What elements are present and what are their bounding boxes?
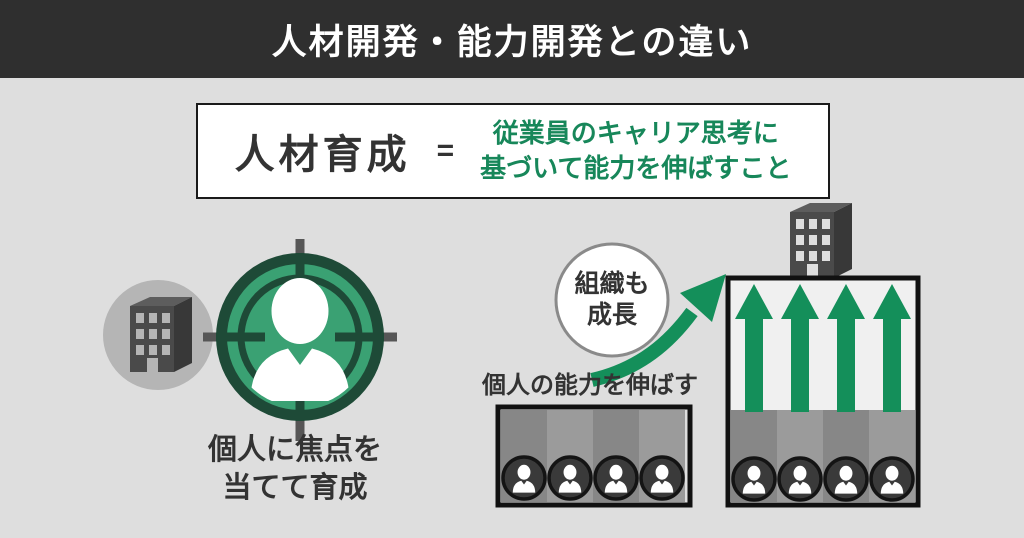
growth-badge-label: 組織も 成長 — [556, 244, 668, 356]
definition-term: 人材育成 — [234, 133, 411, 177]
definition-description-line1: 従業員のキャリア思考に — [492, 117, 779, 148]
page-title: 人材開発・能力開発との違い — [271, 22, 753, 62]
employee-icons — [501, 455, 685, 501]
growth-badge-circle — [554, 242, 670, 358]
individual-focus-caption: 個人に焦点を 当てて育成 — [158, 431, 432, 508]
header-bar: 人材開発・能力開発との違い — [0, 0, 1024, 78]
building-icon — [790, 203, 852, 278]
individual-focus-caption-line1: 個人に焦点を — [207, 434, 382, 466]
curved-up-arrow-icon — [590, 274, 726, 387]
employee-icons — [731, 456, 915, 502]
equals-sign: = — [436, 134, 455, 167]
definition-description-line2: 基づいて能力を伸ばすこと — [480, 153, 792, 183]
target-icon — [203, 239, 397, 441]
definition-box: 人材育成 = 従業員のキャリア思考に 基づいて能力を伸ばすこと — [196, 103, 830, 199]
organization-growth-box — [725, 275, 921, 508]
individual-focus-caption-line2: 当てて育成 — [222, 472, 368, 505]
definition-description: 従業員のキャリア思考に 基づいて能力を伸ばすこと — [480, 116, 791, 186]
growth-badge-line1: 組織も — [574, 269, 650, 298]
up-arrow-icons — [735, 284, 911, 412]
company-circle — [103, 280, 213, 390]
individual-ability-box — [495, 404, 693, 508]
ability-caption: 個人の能力を伸ばす — [482, 372, 698, 399]
growth-badge-line2: 成長 — [586, 301, 637, 329]
